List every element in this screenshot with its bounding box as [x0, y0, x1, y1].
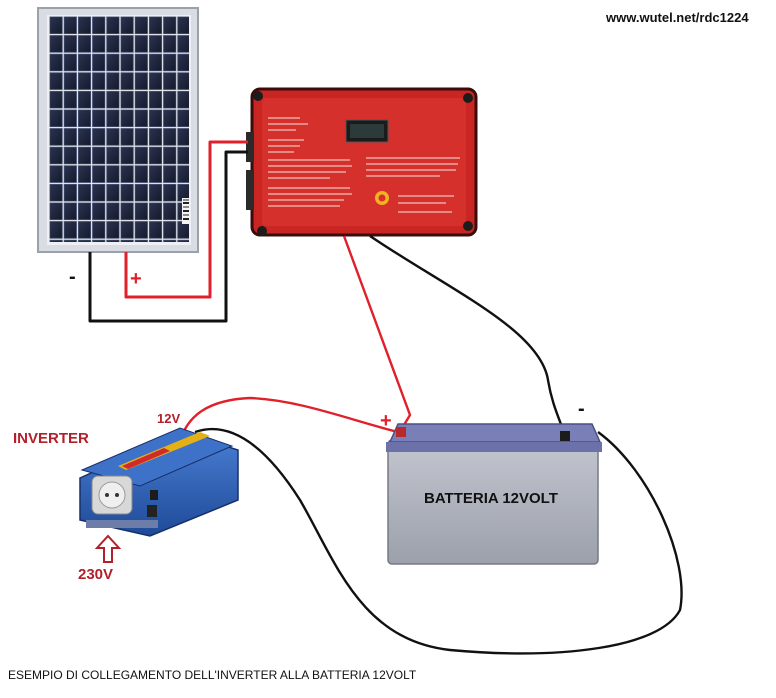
panel-positive-label: + [130, 268, 142, 290]
battery-positive-terminal [396, 427, 406, 437]
wire-inverter-negative [194, 427, 683, 655]
wire-controller-battery-positive [342, 235, 412, 431]
source-url: www.wutel.net/rdc1224 [606, 10, 749, 25]
ac-socket-icon [91, 475, 133, 515]
inverter-input-label: 12V [157, 411, 181, 426]
usb-port-icon [150, 490, 158, 500]
battery [386, 423, 602, 565]
inverter-title: INVERTER [13, 430, 89, 447]
diagram-caption: ESEMPIO DI COLLEGAMENTO DELL'INVERTER AL… [8, 668, 417, 682]
wire-panel-positive [124, 140, 248, 299]
inverter [79, 427, 239, 537]
controller-printed-text [268, 117, 460, 213]
battery-negative-label: - [578, 398, 585, 420]
power-switch-icon [147, 505, 157, 517]
panel-barcode [182, 198, 190, 224]
wire-panel-negative [88, 150, 248, 323]
battery-negative-terminal [560, 431, 570, 441]
battery-label: BATTERIA 12VOLT [424, 490, 558, 507]
wire-controller-battery-negative [369, 235, 568, 439]
inverter-output-label: 230V [78, 566, 114, 583]
battery-positive-label: + [380, 410, 392, 432]
charge-controller [246, 87, 478, 237]
panel-negative-label: - [69, 266, 76, 288]
solar-panel [37, 7, 199, 253]
sun-logo-icon [375, 191, 389, 205]
wire-inverter-positive [181, 396, 399, 434]
ac-output-arrow-icon [94, 534, 122, 563]
